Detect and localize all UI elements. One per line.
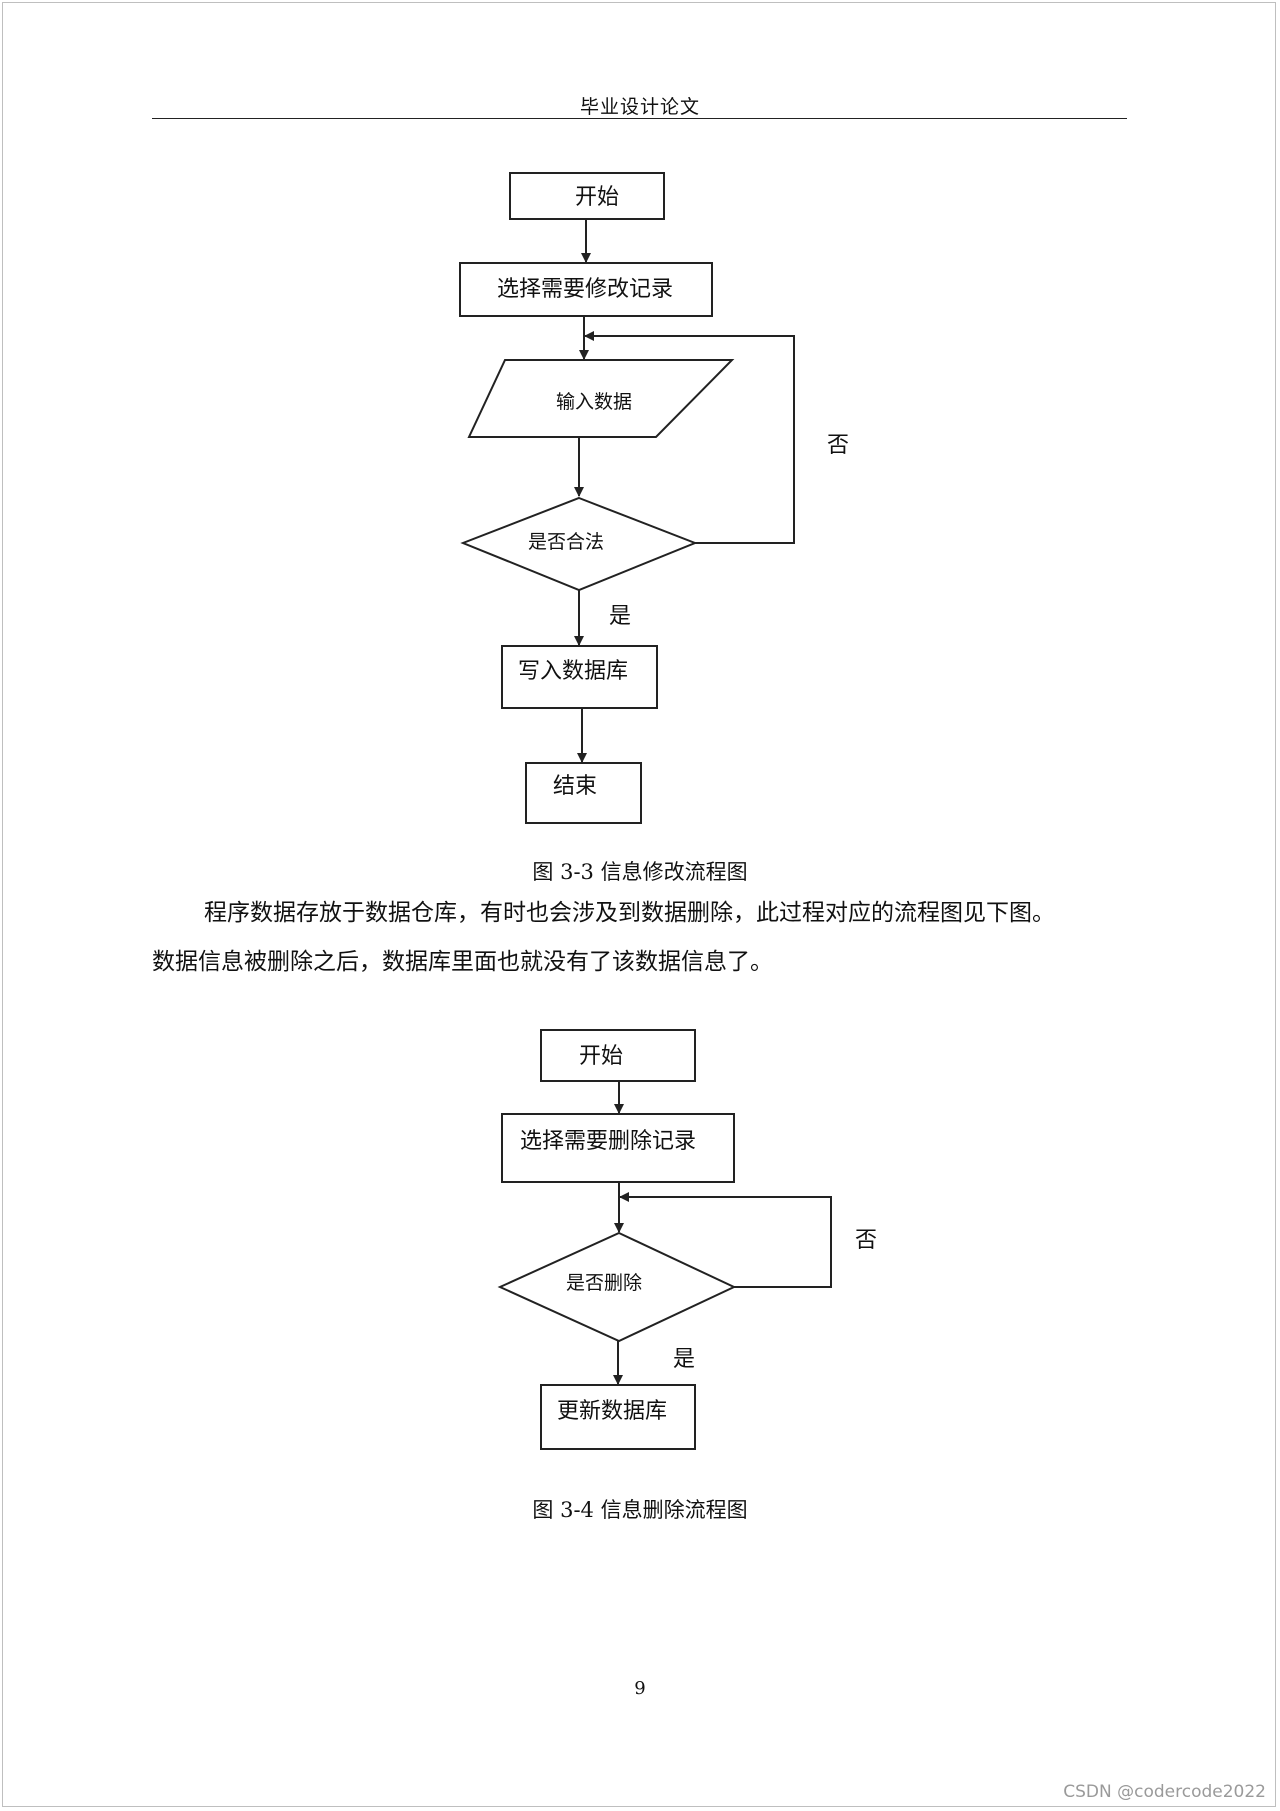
page-number: 9 xyxy=(634,1678,646,1699)
fig1-write-box xyxy=(501,645,658,709)
fig2-decision-text: 是否删除 xyxy=(566,1272,642,1294)
header-rule xyxy=(152,118,1127,119)
body-paragraph: 程序数据存放于数据仓库，有时也会涉及到数据删除，此过程对应的流程图见下图。 数据… xyxy=(152,889,1132,987)
fig2-start-text: 开始 xyxy=(579,1044,623,1069)
fig1-select-box xyxy=(459,262,713,317)
fig2-update-box xyxy=(540,1384,696,1450)
fig2-yes-label: 是 xyxy=(673,1347,695,1372)
fig1-input-shape xyxy=(467,359,735,438)
fig2-start-box xyxy=(540,1029,696,1082)
fig2-select-text: 选择需要删除记录 xyxy=(520,1129,696,1154)
fig1-loop-back xyxy=(584,331,795,544)
fig2-no-label: 否 xyxy=(855,1228,877,1253)
fig1-input-text: 输入数据 xyxy=(556,391,632,413)
fig1-select-text: 选择需要修改记录 xyxy=(497,277,673,302)
fig2-update-text: 更新数据库 xyxy=(557,1399,667,1424)
paragraph-line-1: 程序数据存放于数据仓库，有时也会涉及到数据删除，此过程对应的流程图见下图。 xyxy=(204,900,1055,926)
fig1-yes-label: 是 xyxy=(609,604,631,629)
figure-caption-3-3: 图 3-3 信息修改流程图 xyxy=(532,860,748,884)
csdn-watermark: CSDN @codercode2022 xyxy=(1063,1782,1266,1802)
fig1-write-text: 写入数据库 xyxy=(518,659,628,684)
fig1-end-box xyxy=(525,762,642,824)
fig1-decision-text: 是否合法 xyxy=(528,531,604,553)
fig1-no-label: 否 xyxy=(827,433,849,458)
fig1-start-text: 开始 xyxy=(575,185,619,210)
running-header: 毕业设计论文 xyxy=(579,96,700,118)
fig1-end-text: 结束 xyxy=(553,774,597,799)
fig1-start-box xyxy=(509,172,665,220)
figure-caption-3-4: 图 3-4 信息删除流程图 xyxy=(532,1498,748,1522)
fig2-select-box xyxy=(501,1113,735,1183)
fig2-loop-back xyxy=(619,1192,832,1288)
paragraph-line-2: 数据信息被删除之后，数据库里面也就没有了该数据信息了。 xyxy=(152,949,773,975)
